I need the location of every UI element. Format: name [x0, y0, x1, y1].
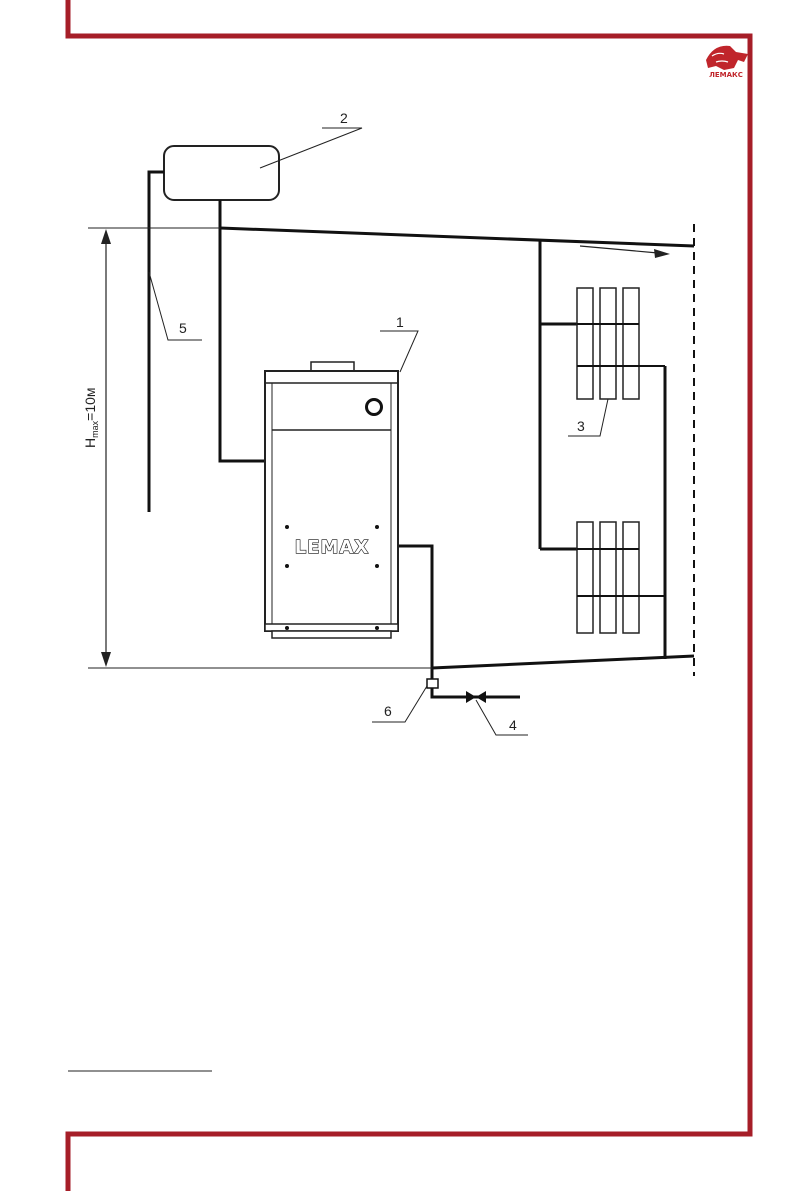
valve-icon	[466, 691, 486, 703]
svg-text:4: 4	[509, 717, 517, 733]
callout-valve: 4	[476, 700, 528, 735]
expansion-tank-body	[164, 146, 279, 200]
logo: ЛЕМАКС	[706, 46, 748, 79]
dimension-arrow-up	[101, 229, 111, 244]
lion-head-icon	[706, 46, 748, 70]
drain-fitting	[427, 679, 438, 688]
dimension-arrow-down	[101, 652, 111, 667]
svg-text:2: 2	[340, 110, 348, 126]
boiler-return-connection	[398, 546, 432, 686]
svg-text:1: 1	[396, 314, 404, 330]
dimension-label: Hmax=10м	[82, 387, 100, 448]
overflow-pipe	[149, 172, 164, 512]
boiler: LEMAX	[265, 362, 398, 638]
radiator-lower	[540, 522, 665, 633]
drain-pipe	[432, 688, 520, 697]
return-line	[432, 656, 694, 668]
svg-text:5: 5	[179, 320, 187, 336]
callout-overflow-pipe: 5	[149, 272, 202, 340]
callout-drain-fitting: 6	[372, 686, 427, 722]
callout-radiator: 3	[568, 399, 608, 436]
svg-text:3: 3	[577, 418, 585, 434]
callout-boiler: 1	[380, 314, 418, 372]
boiler-body	[265, 371, 398, 631]
callout-expansion-tank: 2	[260, 110, 362, 168]
svg-text:6: 6	[384, 703, 392, 719]
logo-text: ЛЕМАКС	[709, 71, 743, 79]
radiator-upper	[540, 288, 665, 399]
boiler-supply-connection	[220, 228, 265, 461]
supply-line	[220, 228, 694, 246]
flow-direction-arrow	[580, 246, 670, 258]
expansion-tank	[164, 146, 279, 200]
boiler-brand: LEMAX	[295, 537, 370, 558]
